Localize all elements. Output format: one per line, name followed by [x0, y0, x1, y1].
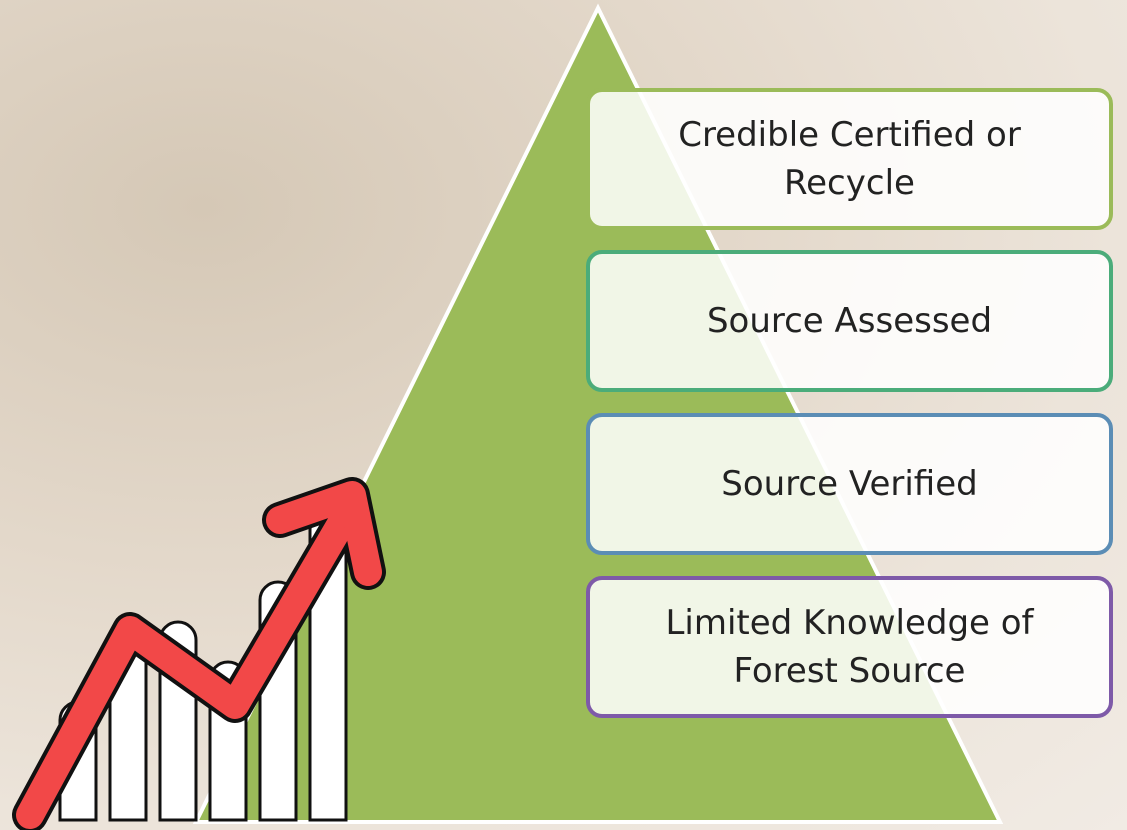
tier-source-verified: Source Verified [586, 413, 1113, 555]
tier-credible-certified: Credible Certified or Recycle [586, 88, 1113, 230]
rising-arrow-icon [12, 477, 386, 830]
tier-source-assessed: Source Assessed [586, 250, 1113, 392]
tier-limited-knowledge: Limited Knowledge of Forest Source [586, 576, 1113, 718]
tier-label: Source Assessed [706, 301, 993, 341]
tier-label: Limited Knowledge of Forest Source [665, 603, 1034, 691]
tier-label: Credible Certified or Recycle [678, 115, 1021, 203]
tier-label: Source Verified [721, 464, 978, 504]
